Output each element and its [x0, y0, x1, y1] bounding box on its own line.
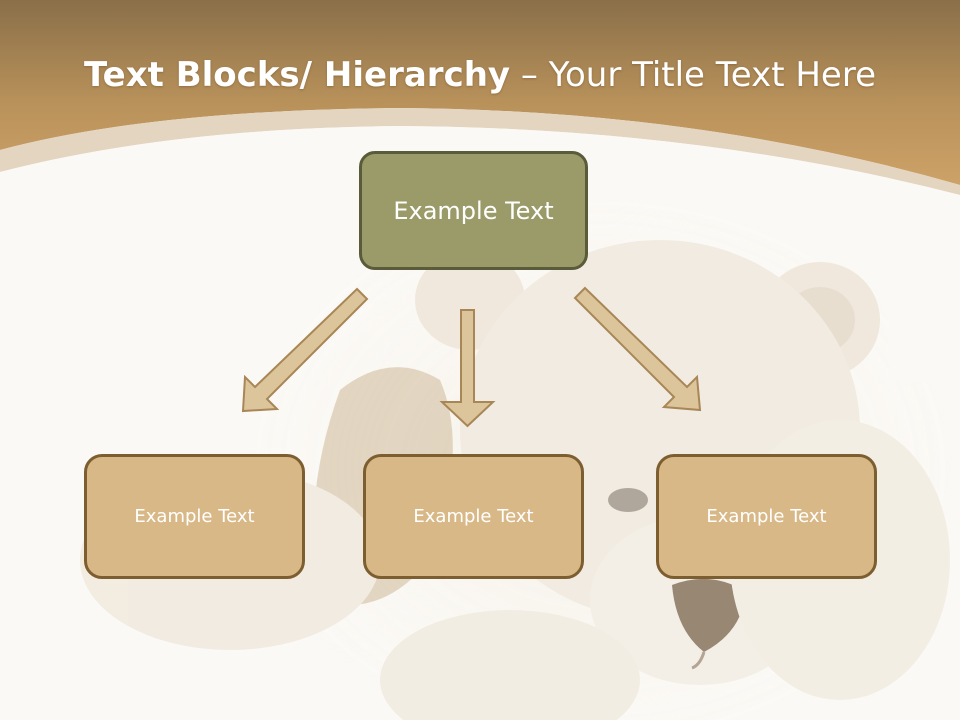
title-rest: – Your Title Text Here — [510, 55, 876, 95]
header-swoosh — [0, 108, 960, 195]
arrow-middle — [439, 309, 496, 428]
child-node-label: Example Text — [706, 506, 827, 527]
child-node-middle[interactable]: Example Text — [363, 454, 584, 579]
page-title: Text Blocks/ Hierarchy – Your Title Text… — [0, 52, 960, 98]
arrow-right — [573, 286, 702, 412]
header-band — [0, 0, 960, 185]
title-bold: Text Blocks/ Hierarchy — [83, 55, 511, 95]
child-node-right[interactable]: Example Text — [656, 454, 877, 579]
child-node-left[interactable]: Example Text — [84, 454, 305, 579]
child-node-label: Example Text — [413, 506, 534, 527]
child-node-label: Example Text — [134, 506, 255, 527]
root-node[interactable]: Example Text — [359, 151, 588, 270]
arrow-left — [241, 287, 369, 413]
root-node-label: Example Text — [393, 196, 554, 225]
